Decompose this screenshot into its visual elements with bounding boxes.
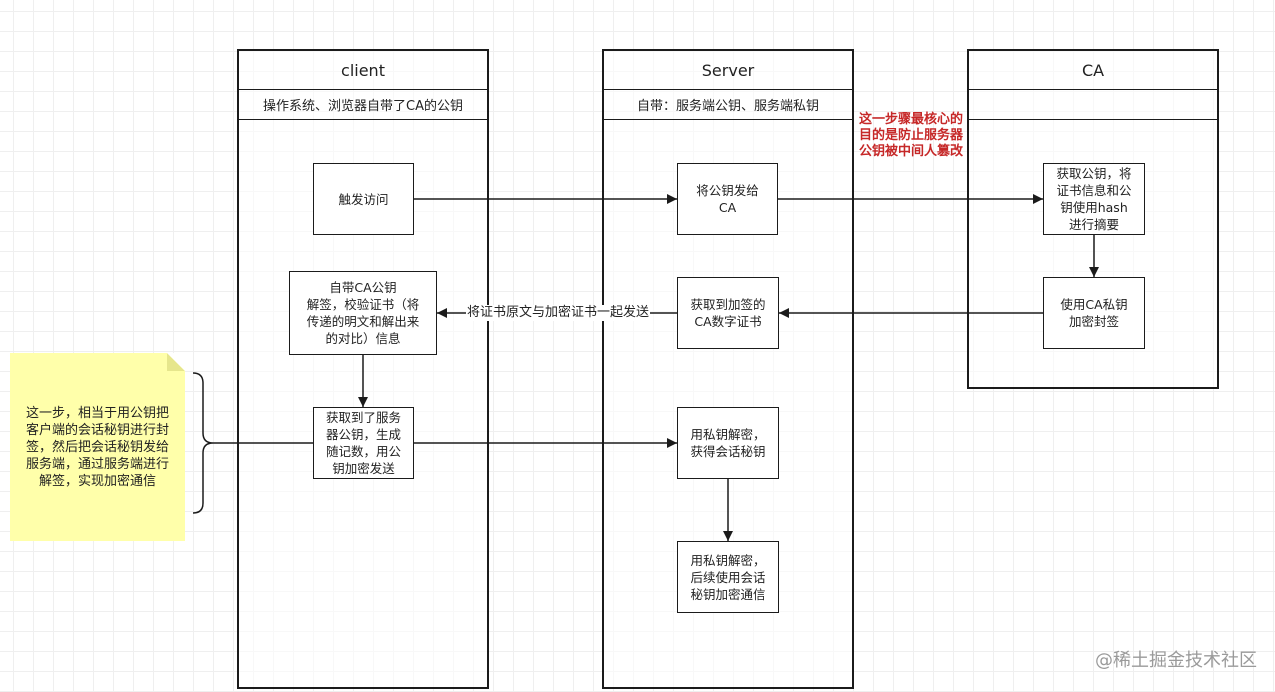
note-brace <box>192 372 214 514</box>
sticky-note: 这一步，相当于用公钥把 客户端的会话秘钥进行封 签，然后把会话秘钥发给 服务端，… <box>10 353 185 541</box>
node-verify[interactable]: 自带CA公钥 解签，校验证书（将 传递的明文和解出来 的对比）信息 <box>289 271 437 355</box>
lane-client-title: client <box>239 51 487 90</box>
lane-ca-subtitle <box>969 89 1217 120</box>
node-trigger[interactable]: 触发访问 <box>313 163 414 235</box>
node-got-cert[interactable]: 获取到加签的 CA数字证书 <box>677 277 779 349</box>
note-fold-corner <box>167 353 185 371</box>
lane-ca-title: CA <box>969 51 1217 90</box>
node-ca-sign[interactable]: 使用CA私钥 加密封签 <box>1043 277 1145 349</box>
lane-server-subtitle: 自带：服务端公钥、服务端私钥 <box>604 89 852 120</box>
edge-label-send-cert: 将证书原文与加密证书一起发送 <box>466 305 651 321</box>
node-gen-key[interactable]: 获取到了服务 器公钥，生成 随记数，用公 钥加密发送 <box>313 407 414 479</box>
watermark: @稀土掘金技术社区 <box>1095 650 1257 671</box>
lane-server-title: Server <box>604 51 852 90</box>
node-send-pubkey[interactable]: 将公钥发给 CA <box>677 163 778 235</box>
lane-client-subtitle: 操作系统、浏览器自带了CA的公钥 <box>239 89 487 120</box>
node-comm[interactable]: 用私钥解密， 后续使用会话 秘钥加密通信 <box>677 541 779 613</box>
annotation-core-purpose: 这一步骤最核心的 目的是防止服务器 公钥被中间人篡改 <box>859 112 964 159</box>
node-decrypt[interactable]: 用私钥解密， 获得会话秘钥 <box>677 407 779 479</box>
node-ca-hash[interactable]: 获取公钥，将 证书信息和公 钥使用hash 进行摘要 <box>1043 163 1145 235</box>
